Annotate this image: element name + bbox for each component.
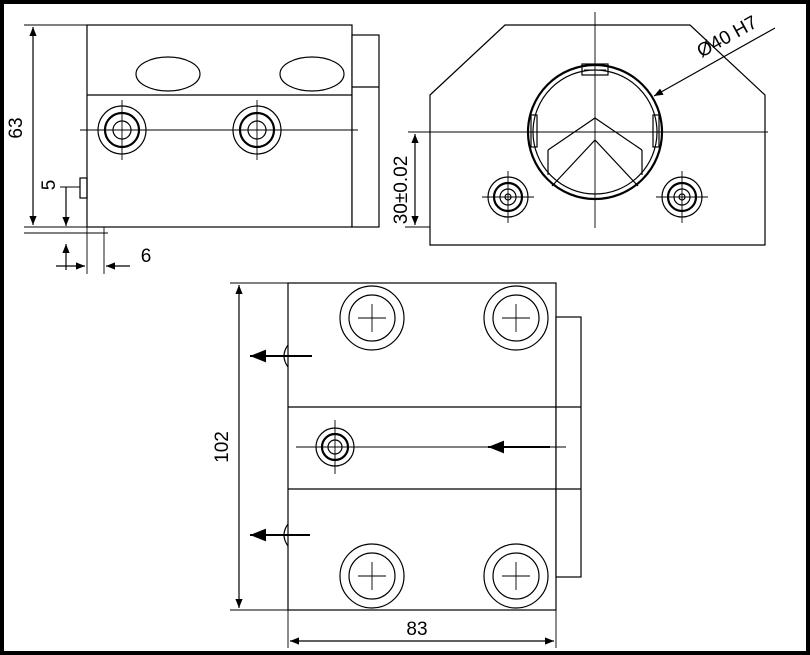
front-screw-right bbox=[656, 171, 708, 223]
front-screw-left bbox=[482, 171, 534, 223]
top-hole-3 bbox=[339, 543, 405, 609]
top-view: 102 83 bbox=[212, 282, 582, 648]
top-hole-1 bbox=[339, 285, 405, 351]
dim-offset-5: 5 bbox=[39, 180, 60, 191]
top-hole-4 bbox=[483, 543, 549, 609]
top-hole-2 bbox=[483, 285, 549, 351]
side-view: 63 5 6 bbox=[6, 24, 380, 274]
side-view-body bbox=[86, 24, 353, 228]
side-slot-left bbox=[135, 56, 201, 92]
side-slot-right bbox=[279, 56, 345, 92]
dim-length-102: 102 bbox=[212, 431, 233, 463]
dim-center-30: 30±0.02 bbox=[391, 156, 412, 225]
bore-leader bbox=[653, 27, 776, 97]
dim-height-63: 63 bbox=[6, 117, 27, 138]
side-view-flange bbox=[351, 34, 380, 228]
dim-flange-6: 6 bbox=[141, 246, 152, 267]
dim-width-83: 83 bbox=[406, 619, 427, 640]
front-view-body bbox=[429, 24, 766, 246]
